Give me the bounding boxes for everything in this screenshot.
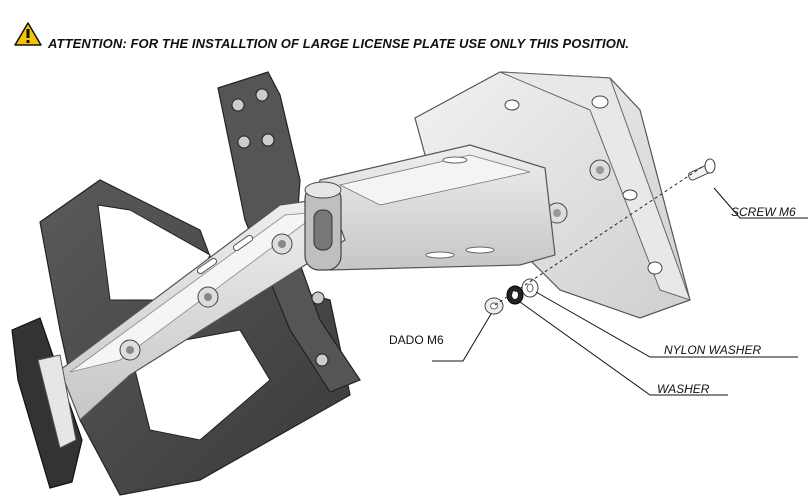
leader-line-screw [713, 187, 808, 219]
nut-m6-part [484, 297, 504, 315]
swing-arm [59, 197, 346, 422]
license-plate-frame [39, 179, 351, 496]
leader-line-nylon-washer [535, 291, 798, 358]
main-support-arm [304, 144, 556, 271]
label-washer: WASHER [657, 382, 710, 396]
washer-part [506, 285, 524, 305]
label-screw-m6: SCREW M6 [731, 205, 796, 219]
label-nylon-washer: NYLON WASHER [664, 343, 762, 357]
pivot-joint [304, 181, 342, 271]
attention-notice: ATTENTION: FOR THE INSTALLTION OF LARGE … [48, 36, 630, 51]
nylon-washer-part [521, 278, 539, 298]
label-dado-m6: DADO M6 [389, 333, 444, 347]
rear-mounting-bracket [414, 71, 691, 319]
warning-triangle-icon [14, 22, 42, 46]
reflector-pad [11, 317, 83, 489]
leader-line-washer [519, 301, 728, 396]
assembly-axis-line [494, 164, 706, 306]
leader-line-nut [432, 313, 492, 362]
screw-m6-part [688, 158, 716, 181]
